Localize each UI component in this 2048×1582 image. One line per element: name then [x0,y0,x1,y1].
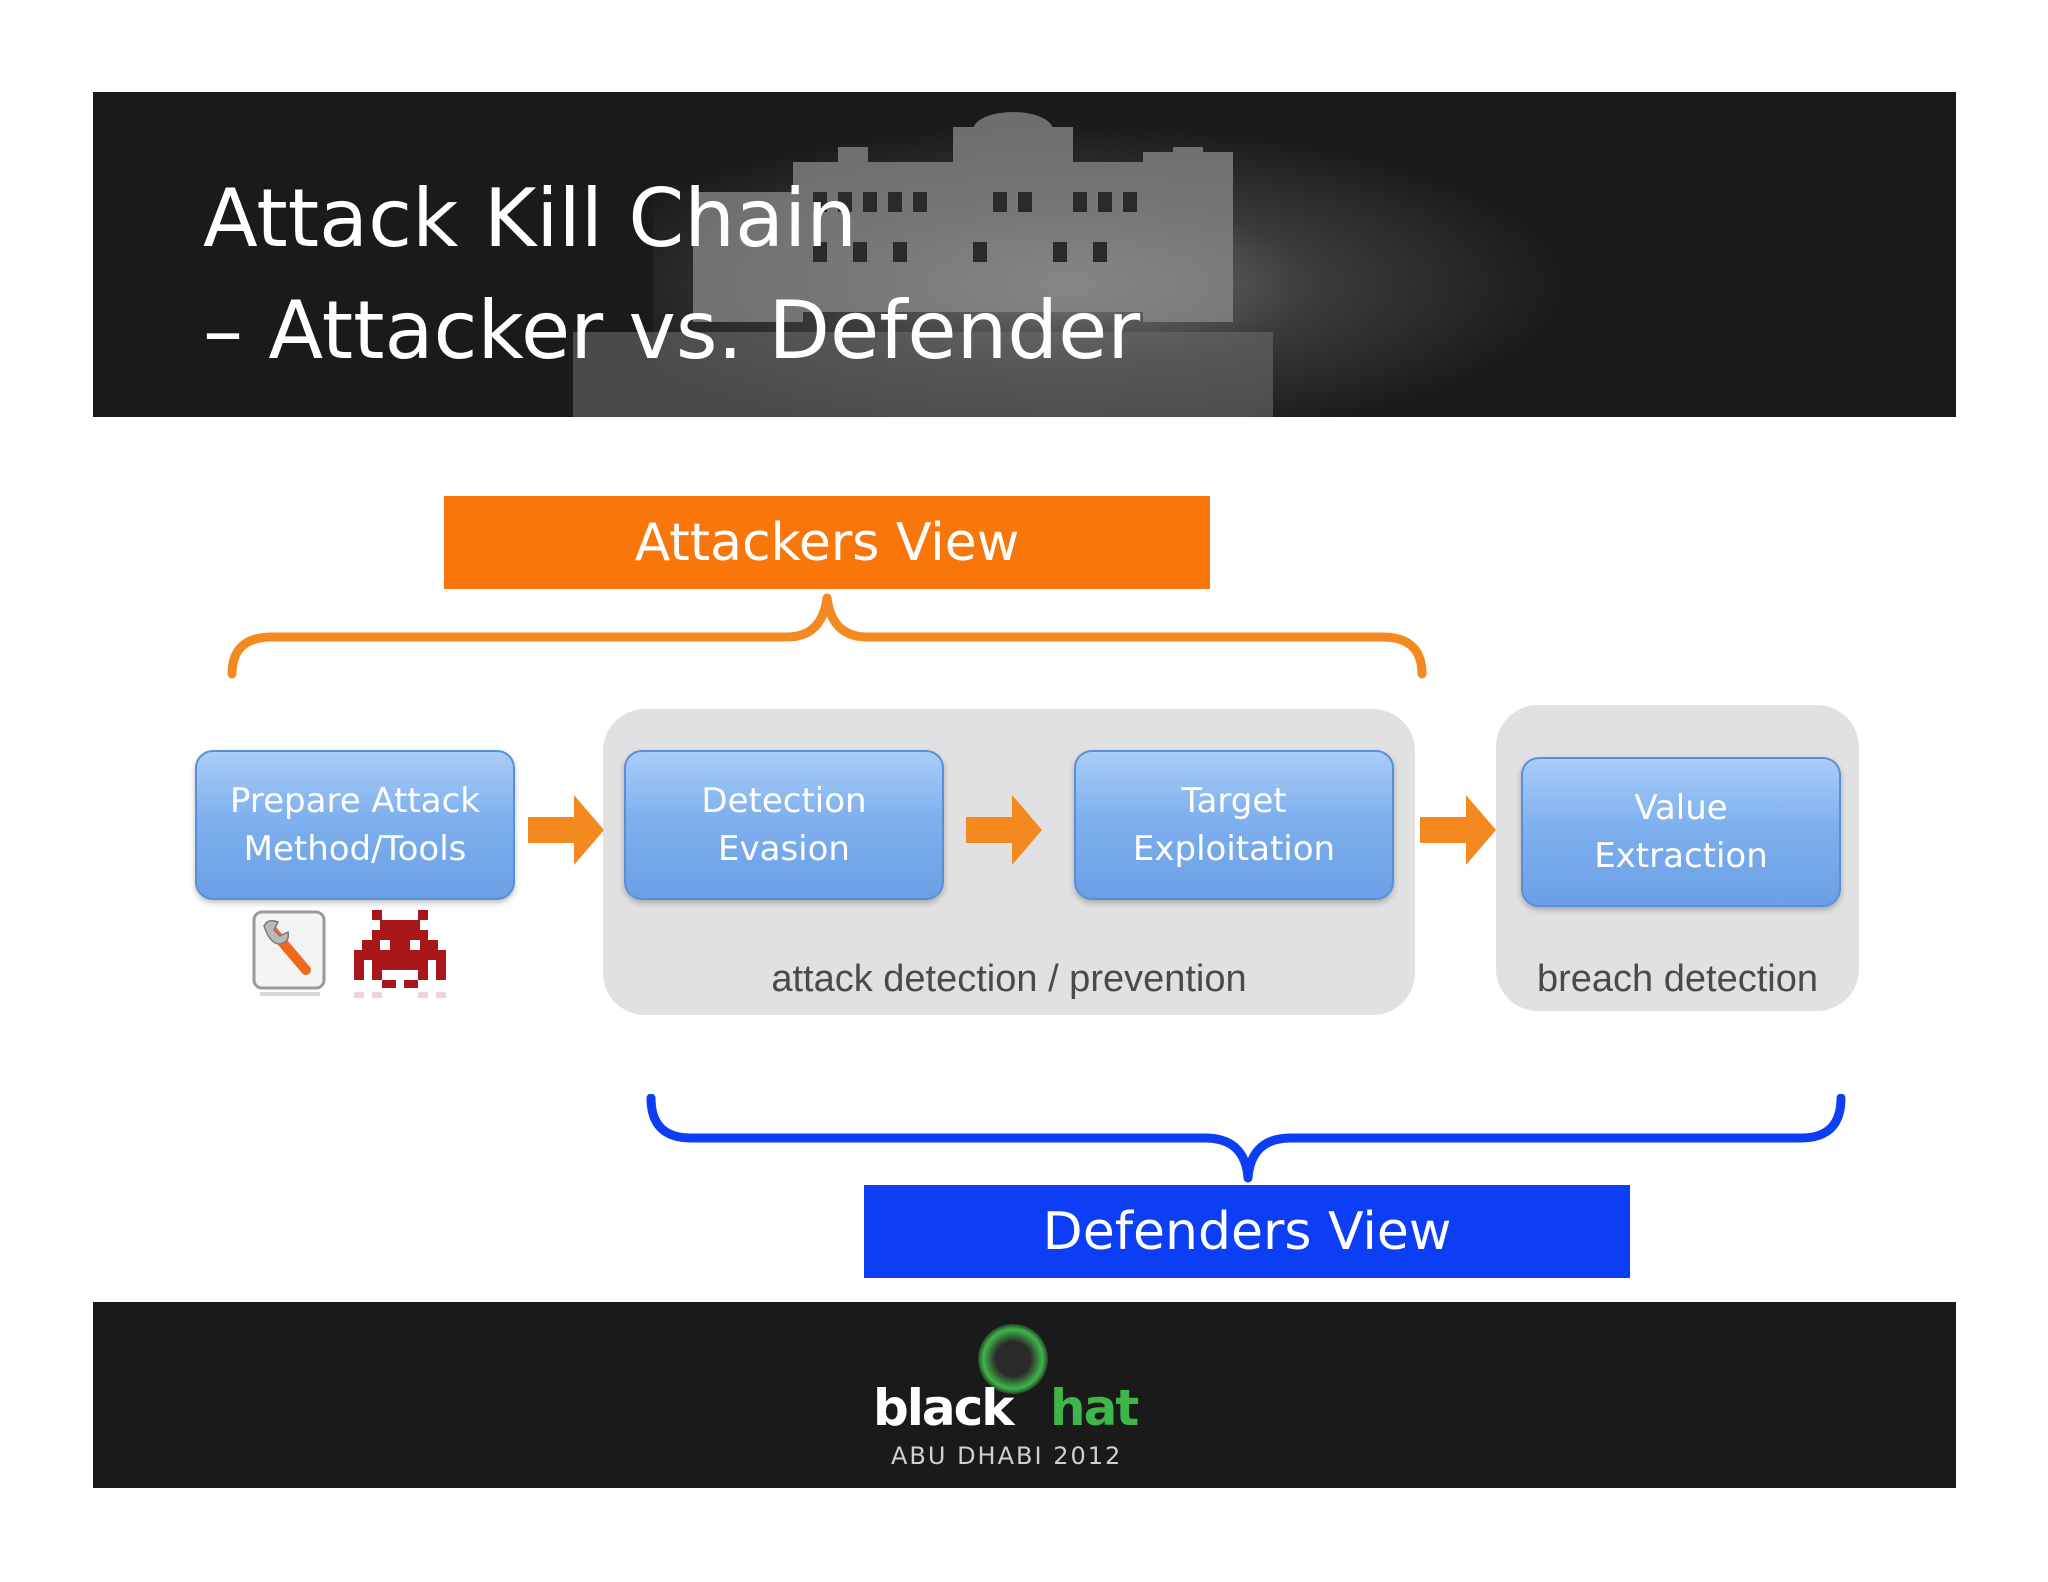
arrow-right-icon [1420,795,1496,865]
attackers-view-label: Attackers View [444,496,1210,589]
wrench-icon [252,910,326,996]
stage-detection-evasion: Detection Evasion [624,750,944,900]
slide-title-line-1: Attack Kill Chain [203,172,857,265]
logo-word-hat: hat [1050,1379,1139,1437]
detection-group-caption: attack detection / prevention [771,958,1247,1000]
arrow-right-icon [966,795,1042,865]
stage-label-line-2: Method/Tools [243,829,467,869]
palace-silhouette [573,112,1273,417]
attackers-brace [227,593,1427,679]
title-banner: Attack Kill Chain – Attacker vs. Defende… [93,92,1956,417]
space-invader-icon [354,910,446,998]
logo-subtitle: ABU DHABI 2012 [891,1442,1123,1470]
stage-prepare-attack: Prepare Attack Method/Tools [195,750,515,900]
defenders-view-label: Defenders View [864,1185,1630,1278]
stage-label-line-1: Prepare Attack [230,781,480,821]
stage-label-line-1: Value [1634,788,1728,828]
slide-title-line-2: – Attacker vs. Defender [203,284,1141,377]
stage-label-line-2: Exploitation [1132,829,1336,869]
logo-word-black: black [873,1379,1015,1437]
stage-label-line-2: Evasion [718,829,850,869]
breach-group-caption: breach detection [1537,958,1818,1000]
logo-hat-glow [978,1324,1048,1394]
stage-value-extraction: Value Extraction [1521,757,1841,907]
defenders-brace [646,1094,1846,1183]
stage-label-line-1: Target [1181,781,1287,821]
stage-label-line-1: Detection [701,781,867,821]
footer-banner: black hat ABU DHABI 2012 [93,1302,1956,1488]
stage-label-line-2: Extraction [1594,836,1768,876]
blackhat-logo: black hat ABU DHABI 2012 [873,1324,1203,1470]
stage-target-exploitation: Target Exploitation [1074,750,1394,900]
arrow-right-icon [528,795,604,865]
